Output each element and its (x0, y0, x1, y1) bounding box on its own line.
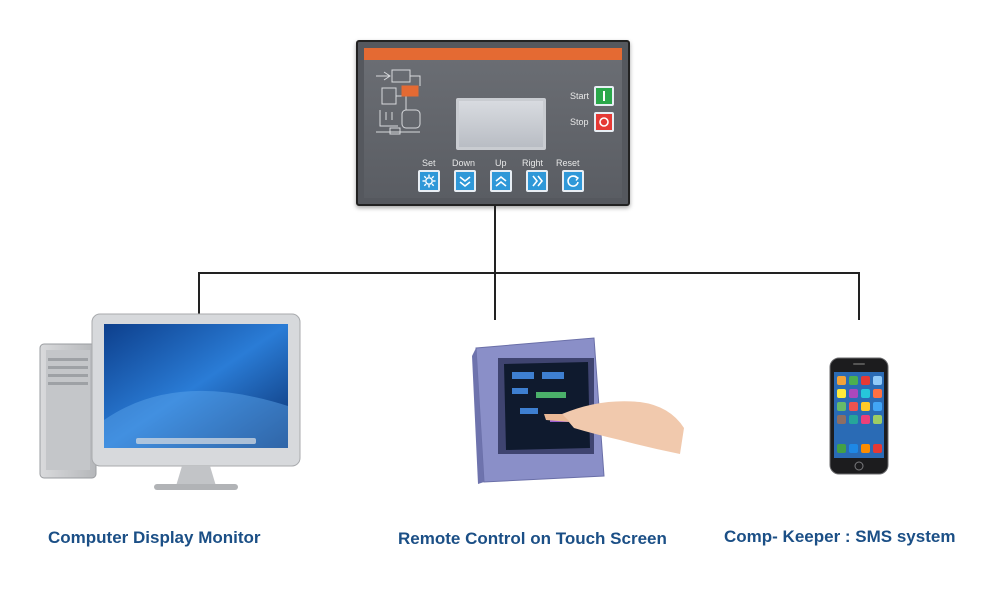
up-button[interactable] (490, 170, 512, 192)
start-label: Start (570, 91, 590, 101)
stop-button[interactable] (594, 112, 614, 132)
stop-label: Stop (570, 117, 589, 127)
connector-left (198, 272, 200, 320)
double-chevron-up-icon (495, 175, 507, 187)
caption-remote-control-touch-screen: Remote Control on Touch Screen (398, 529, 667, 548)
caption-computer-display-monitor: Computer Display Monitor (48, 528, 261, 547)
compressor-schematic-icon (376, 69, 421, 135)
caption-comp-keeper-sms: Comp- Keeper : SMS system (724, 527, 956, 546)
reset-icon (567, 175, 580, 187)
connector-horizontal (198, 272, 860, 274)
gear-icon (422, 174, 436, 188)
controller-face: Start Stop Set Down Up Right Reset (364, 60, 622, 198)
power-off-icon (599, 117, 609, 127)
smartphone-icon (829, 357, 889, 475)
down-label: Down (452, 158, 476, 168)
right-label: Right (522, 158, 544, 168)
start-button[interactable] (594, 86, 614, 106)
connector-trunk (494, 206, 496, 272)
down-button[interactable] (454, 170, 476, 192)
right-button[interactable] (526, 170, 548, 192)
connector-center (494, 272, 496, 320)
reset-label: Reset (556, 158, 580, 168)
up-label: Up (495, 158, 507, 168)
reset-button[interactable] (562, 170, 584, 192)
double-chevron-down-icon (459, 176, 471, 188)
power-on-icon (603, 91, 605, 101)
double-chevron-right-icon (532, 175, 544, 187)
lcd-display (456, 98, 546, 150)
touch-panel-icon (472, 337, 684, 484)
connector-right (858, 272, 860, 320)
set-button[interactable] (418, 170, 440, 192)
desktop-computer-icon (39, 313, 301, 490)
set-label: Set (422, 158, 436, 168)
controller-top-bar (364, 48, 622, 60)
controller-panel: Start Stop Set Down Up Right Reset (356, 40, 630, 206)
